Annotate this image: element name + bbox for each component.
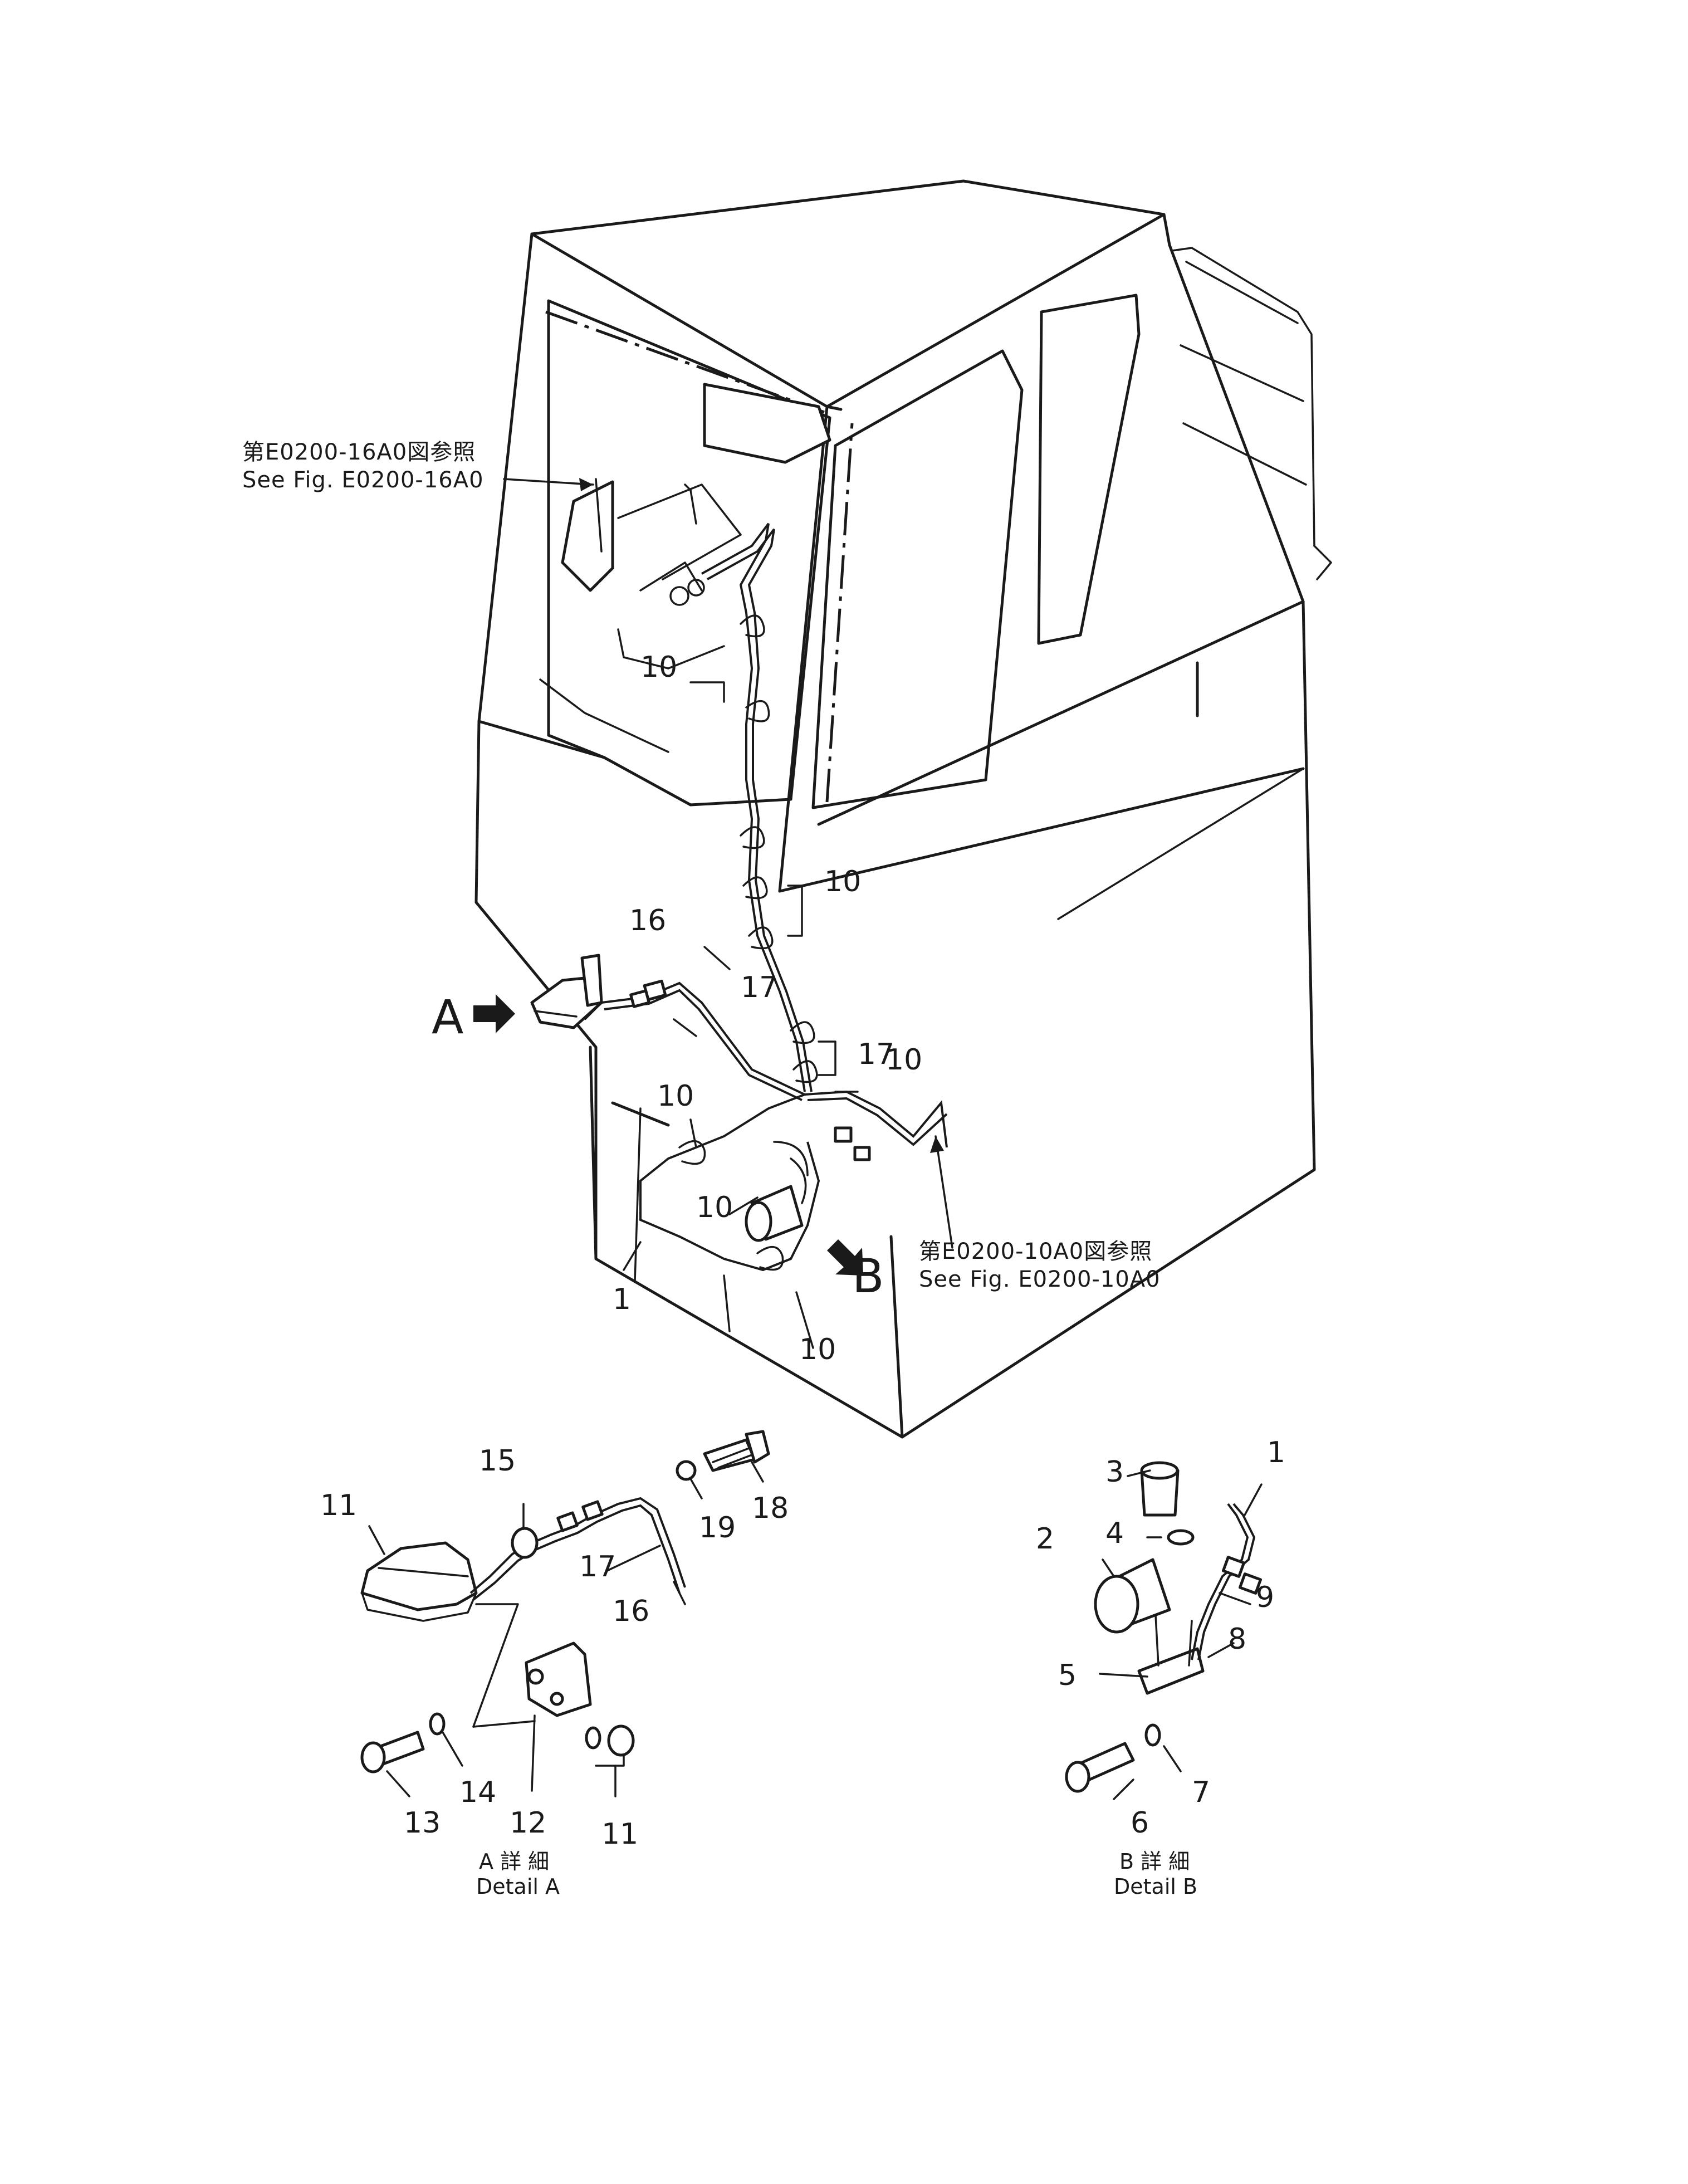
callout-5: 5	[1058, 1659, 1077, 1692]
callout-10: 10	[885, 1043, 922, 1077]
caption-detail-a-jp: A 詳 細	[479, 1849, 549, 1874]
controller-assembly	[561, 383, 831, 670]
callout-17: 17	[579, 1550, 616, 1584]
view-markers: A B	[432, 990, 884, 1303]
reference-notes: 第E0200-16A0図参照 See Fig. E0200-16A0 第E020…	[242, 439, 1161, 1292]
callout-1: 1	[613, 1283, 631, 1316]
detail-captions: A 詳 細 Detail A B 詳 細 Detail B	[476, 1849, 1197, 1899]
detail-b-callouts: 1 3 2 4 9 8 5 6 7	[1036, 1436, 1285, 1840]
callout-16: 16	[613, 1595, 649, 1628]
callout-8: 8	[1228, 1623, 1246, 1656]
callout-17: 17	[858, 1038, 894, 1071]
callout-18: 18	[752, 1492, 789, 1525]
callout-7: 7	[1192, 1776, 1210, 1809]
callout-11: 11	[320, 1489, 357, 1522]
callout-10: 10	[824, 865, 861, 898]
callout-10: 10	[696, 1191, 733, 1224]
callout-13: 13	[404, 1806, 441, 1840]
callout-4: 4	[1105, 1517, 1124, 1550]
callout-16: 16	[629, 904, 666, 937]
ref-lower-en: See Fig. E0200-10A0	[919, 1267, 1161, 1292]
view-marker-a: A	[432, 990, 463, 1044]
detail-a-drawing	[360, 1430, 770, 1773]
main-callouts: 10 10 10 10 10 10 16 17 17 1	[613, 651, 922, 1366]
callout-10: 10	[799, 1333, 836, 1366]
callout-9: 9	[1256, 1581, 1274, 1614]
view-marker-b: B	[852, 1249, 884, 1303]
callout-14: 14	[459, 1776, 496, 1809]
ref-upper-en: See Fig. E0200-16A0	[242, 467, 484, 493]
wiring-harness	[530, 522, 948, 1272]
callout-19: 19	[699, 1511, 736, 1545]
detail-b-drawing	[1065, 1461, 1263, 1793]
detail-a-callouts: 11 15 17 16 19 18 13 14 12 11	[320, 1444, 789, 1851]
cab-outline	[474, 179, 1332, 1439]
ref-upper-jp: 第E0200-16A0図参照	[242, 439, 476, 465]
callout-11: 11	[601, 1817, 638, 1851]
callout-3: 3	[1105, 1455, 1124, 1489]
callout-1: 1	[1267, 1436, 1285, 1469]
callout-12: 12	[510, 1806, 546, 1840]
caption-detail-a-en: Detail A	[476, 1874, 560, 1899]
ref-lower-jp: 第E0200-10A0図参照	[919, 1239, 1152, 1264]
callout-10: 10	[657, 1079, 694, 1113]
callout-15: 15	[479, 1444, 516, 1478]
callout-6: 6	[1131, 1806, 1149, 1840]
caption-detail-b-jp: B 詳 細	[1119, 1849, 1190, 1874]
callout-17: 17	[741, 971, 777, 1004]
callout-2: 2	[1036, 1522, 1054, 1556]
callout-10: 10	[640, 651, 677, 684]
caption-detail-b-en: Detail B	[1114, 1874, 1197, 1899]
leader-lines	[368, 478, 1263, 1800]
